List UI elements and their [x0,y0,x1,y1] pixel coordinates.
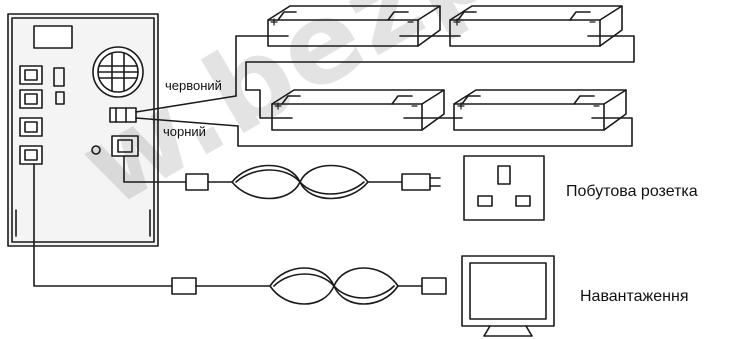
battery-3 [271,89,445,131]
label-load: Навантаження [580,288,689,305]
power-cable-icon [123,155,441,200]
label-wall-socket: Побутова розетка [566,183,698,200]
monitor-icon [461,255,555,337]
battery-4 [453,89,627,131]
ups-unit-icon [7,13,159,247]
battery-wiring [135,35,635,147]
wall-socket-icon [463,155,545,221]
battery-1 [267,5,441,47]
load-cable [33,163,447,305]
battery-2 [449,5,623,47]
label-red-wire: червоний [165,78,222,93]
label-black-wire: чорний [163,124,206,139]
